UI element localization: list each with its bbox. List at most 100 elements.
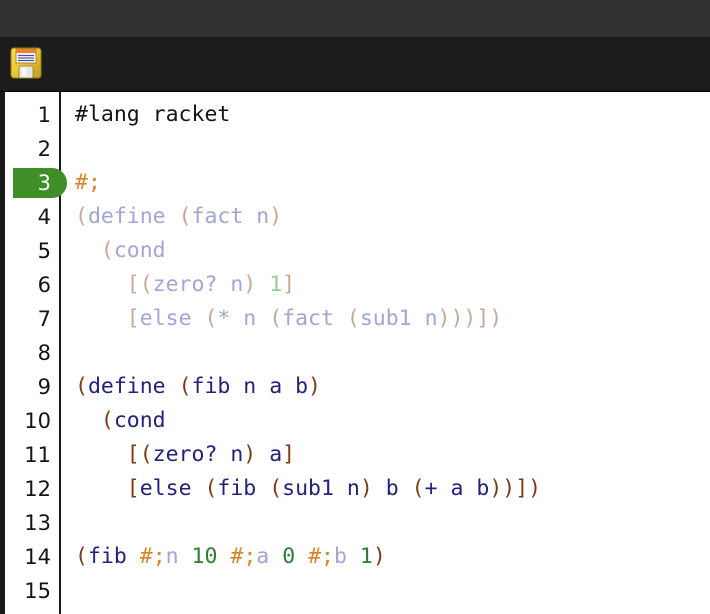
line-number[interactable]: 6: [5, 268, 59, 302]
line-number-label: 13: [24, 511, 51, 535]
code-token: [75, 476, 127, 501]
code-token: zero? n: [152, 272, 244, 297]
line-number[interactable]: 9: [5, 370, 59, 404]
line-number-label: 10: [24, 409, 51, 433]
code-line[interactable]: [75, 506, 710, 540]
code-token: [179, 544, 192, 569]
code-line[interactable]: #;: [75, 166, 710, 200]
line-number-label: 3: [37, 171, 51, 195]
save-button[interactable]: [6, 43, 46, 83]
code-token: 1: [269, 272, 283, 297]
code-token: [192, 476, 205, 501]
code-text-area[interactable]: #lang racket #;(define (fact n) (cond [(…: [61, 92, 710, 614]
line-number[interactable]: 13: [5, 506, 59, 540]
line-number[interactable]: 10: [5, 404, 59, 438]
code-token: fact: [282, 306, 347, 331]
line-number[interactable]: 11: [5, 438, 59, 472]
code-token: [75, 306, 127, 331]
code-token: #;: [308, 544, 334, 569]
code-token: [75, 408, 101, 433]
code-line[interactable]: [75, 132, 710, 166]
code-line[interactable]: [else (fib (sub1 n) b (+ a b))]): [75, 472, 710, 506]
code-token: n: [165, 544, 179, 569]
code-token: ))]): [489, 476, 542, 501]
code-line[interactable]: (fib #;n 10 #;a 0 #;b 1): [75, 540, 710, 574]
code-token: [347, 544, 360, 569]
line-number-label: 4: [37, 205, 51, 229]
code-line[interactable]: [(zero? n) 1]: [75, 268, 710, 302]
code-token: #;: [230, 544, 257, 569]
code-token: ): [372, 544, 386, 569]
code-token: ): [269, 204, 283, 229]
line-number[interactable]: 2: [5, 132, 59, 166]
code-token: sub1 n: [359, 306, 438, 331]
window-titlebar: [0, 0, 710, 37]
code-token: zero? n: [152, 442, 244, 467]
line-number-label: 9: [37, 375, 51, 399]
code-token: cond: [113, 408, 166, 433]
line-number[interactable]: 15: [5, 574, 59, 608]
code-token: else: [139, 306, 192, 331]
code-token: (: [100, 238, 114, 263]
line-number[interactable]: 4: [5, 200, 59, 234]
code-token: ): [243, 272, 257, 297]
code-token: [: [126, 306, 140, 331]
code-token: (: [75, 544, 88, 569]
code-token: [(: [126, 442, 153, 467]
line-number-label: 5: [37, 239, 51, 263]
code-token: + a b: [424, 476, 490, 501]
code-token: b: [372, 476, 412, 501]
code-token: [295, 544, 308, 569]
code-token: [217, 544, 230, 569]
code-token: #;: [139, 544, 166, 569]
line-number-label: 12: [24, 477, 51, 501]
code-token: (: [269, 476, 283, 501]
code-line[interactable]: (cond: [75, 234, 710, 268]
code-token: (: [346, 306, 360, 331]
line-number-label: 8: [37, 341, 51, 365]
code-token: 1: [359, 544, 373, 569]
line-number[interactable]: 5: [5, 234, 59, 268]
code-token: define: [87, 374, 166, 399]
code-line[interactable]: [75, 574, 710, 608]
code-token: [75, 238, 101, 263]
code-token: [: [126, 476, 140, 501]
code-token: (: [204, 306, 218, 331]
code-token: sub1 n: [282, 476, 360, 501]
code-token: fib n a b: [191, 374, 309, 399]
code-token: [127, 544, 140, 569]
code-line[interactable]: (define (fact n): [75, 200, 710, 234]
code-line[interactable]: #lang racket: [75, 98, 710, 132]
line-number[interactable]: 7: [5, 302, 59, 336]
code-token: [192, 306, 205, 331]
code-token: (: [75, 374, 88, 399]
code-token: [256, 442, 269, 467]
line-number[interactable]: 1: [5, 98, 59, 132]
line-number-current[interactable]: 3: [5, 166, 67, 200]
code-line[interactable]: [(zero? n) a]: [75, 438, 710, 472]
code-token: ): [308, 374, 321, 399]
code-line[interactable]: [75, 336, 710, 370]
code-token: (: [178, 374, 192, 399]
code-token: [269, 544, 282, 569]
code-line[interactable]: (cond: [75, 404, 710, 438]
code-token: (: [204, 476, 218, 501]
line-number[interactable]: 14: [5, 540, 59, 574]
code-token: ]: [282, 442, 296, 467]
code-token: fib: [217, 476, 270, 501]
code-token: )))]): [437, 306, 503, 331]
line-number-label: 15: [24, 579, 51, 603]
line-number[interactable]: 12: [5, 472, 59, 506]
code-token: fact n: [191, 204, 270, 229]
code-token: a: [256, 544, 270, 569]
code-line[interactable]: (define (fib n a b): [75, 370, 710, 404]
code-token: [166, 204, 179, 229]
code-token: define: [87, 204, 166, 229]
code-line[interactable]: [else (* n (fact (sub1 n)))]): [75, 302, 710, 336]
code-token: * n: [217, 306, 270, 331]
line-number[interactable]: 8: [5, 336, 59, 370]
line-number-label: 1: [37, 103, 51, 127]
